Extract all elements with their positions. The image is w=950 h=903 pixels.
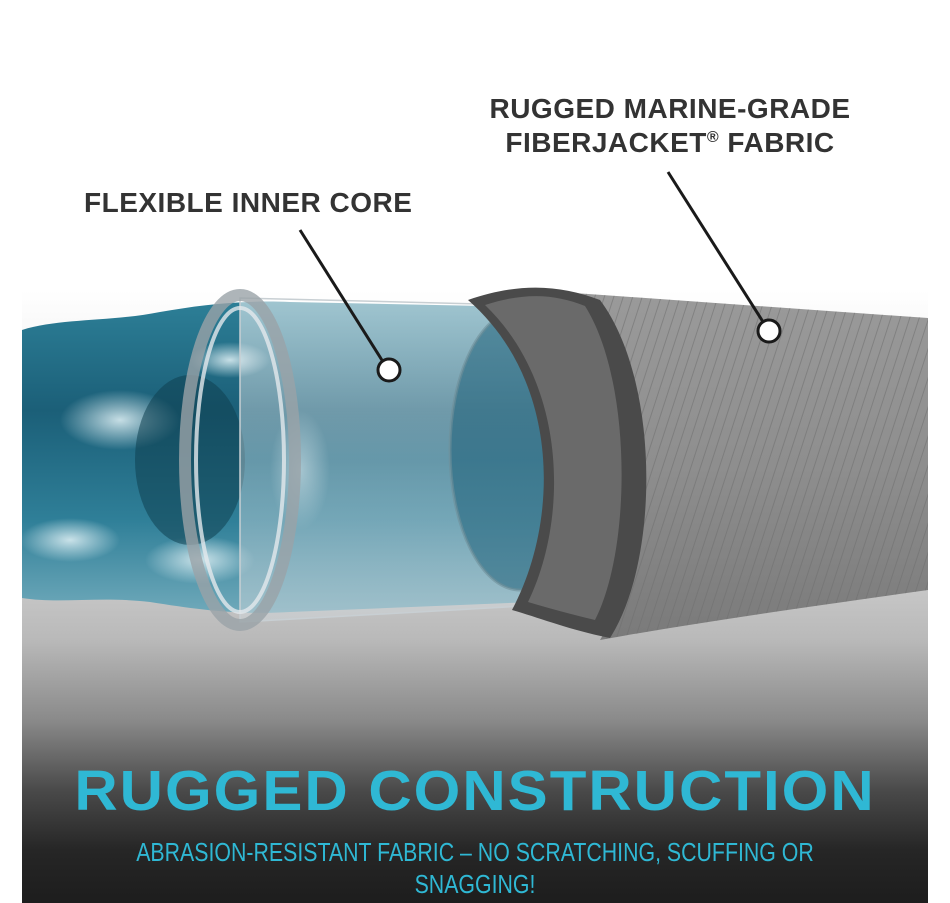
fabric-brand-name: FIBERJACKET	[505, 127, 707, 158]
fabric-callout: RUGGED MARINE-GRADE FIBERJACKET® FABRIC	[460, 92, 880, 160]
inner-core-callout: FLEXIBLE INNER CORE	[84, 187, 413, 218]
registered-mark: ®	[706, 129, 720, 146]
fabric-marker	[756, 318, 782, 344]
fabric-leader	[666, 171, 767, 326]
headline: RUGGED CONSTRUCTION	[74, 758, 876, 823]
inner-core-rim	[179, 289, 301, 631]
inner-core-leader	[298, 229, 387, 366]
fabric-callout-line2: FIBERJACKET® FABRIC	[460, 126, 880, 160]
fabric-word: FABRIC	[719, 127, 835, 158]
subline: ABRASION-RESISTANT FABRIC – NO SCRATCHIN…	[136, 837, 814, 899]
fabric-callout-line1: RUGGED MARINE-GRADE	[489, 93, 851, 124]
inner-core-marker	[376, 357, 402, 383]
